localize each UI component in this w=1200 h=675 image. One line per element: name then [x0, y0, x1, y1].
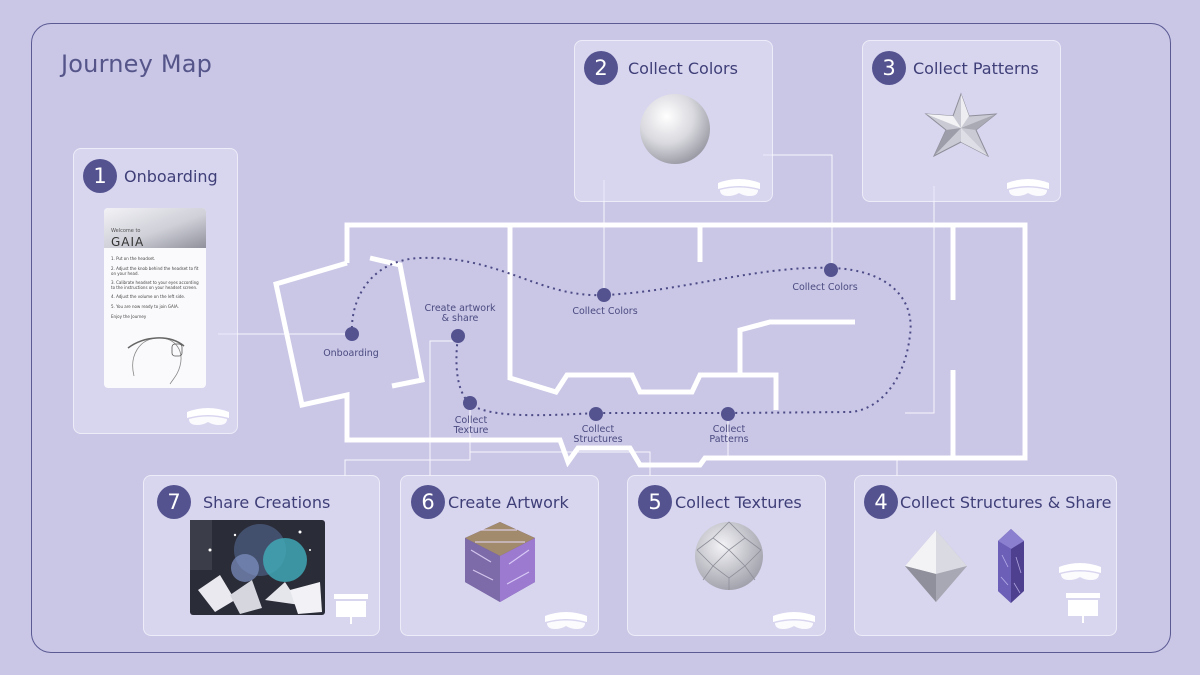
map-label-collect-colors-right: Collect Colors — [792, 282, 858, 293]
badge-3: 3 — [872, 51, 906, 85]
card-title-onboarding: Onboarding — [124, 167, 218, 186]
badge-2: 2 — [584, 51, 618, 85]
headset-icon — [545, 612, 587, 629]
phone-welcome-text: Welcome to — [111, 228, 141, 234]
point-collect-colors-right — [824, 263, 838, 277]
phone-hero-image — [104, 208, 206, 248]
map-label-collect-patterns-line2: Patterns — [709, 434, 749, 445]
badge-5: 5 — [638, 485, 672, 519]
point-collect-patterns — [721, 407, 735, 421]
path-points — [345, 263, 838, 421]
map-label-collect-structures-line2: Structures — [573, 434, 623, 445]
map-label-create-artwork: Create artwork & share — [424, 304, 495, 324]
map-label-onboarding: Onboarding — [323, 348, 379, 359]
card-title-collect-textures: Collect Textures — [675, 493, 802, 512]
crystal-prism-icon — [998, 529, 1024, 603]
point-collect-texture — [463, 396, 477, 410]
map-label-collect-structures-line1: Collect — [581, 424, 615, 435]
map-label-create-artwork-line1: Create artwork — [424, 303, 496, 314]
page-title: Journey Map — [61, 50, 213, 78]
card-title-collect-structures-share: Collect Structures & Share — [900, 493, 1112, 512]
phone-step-1: 1. Put on the headset. — [111, 256, 156, 261]
map-label-collect-structures: Collect Structures — [573, 425, 622, 445]
point-create-artwork — [451, 329, 465, 343]
projector-screen-icon — [334, 594, 368, 624]
card-collect-structures-share[interactable]: 4 Collect Structures & Share — [854, 475, 1117, 636]
geodesic-sphere-icon — [695, 521, 763, 590]
map-label-collect-texture-line1: Collect — [454, 415, 488, 426]
connector-artwork — [429, 340, 458, 476]
walls — [273, 222, 1028, 468]
connector-structures — [905, 186, 935, 414]
card-title-create-artwork: Create Artwork — [448, 493, 569, 512]
phone-step-6: Enjoy the Journey — [111, 314, 147, 319]
headset-icon — [1059, 563, 1101, 580]
map-label-collect-texture: Collect Texture — [454, 416, 489, 436]
headset-icon — [187, 408, 229, 425]
crystal-cube-icon — [465, 522, 535, 602]
connector-structures-card — [727, 415, 898, 476]
phone-app-name: GAIA — [111, 235, 145, 249]
octahedron-icon — [905, 530, 967, 602]
headset-icon — [718, 179, 760, 196]
badge-6: 6 — [411, 485, 445, 519]
star-polyhedron-icon — [924, 92, 998, 158]
journey-map-frame — [31, 23, 1171, 653]
projector-screen-icon — [1066, 593, 1100, 623]
badge-1: 1 — [83, 159, 117, 193]
headset-icon — [1007, 179, 1049, 196]
point-onboarding — [345, 327, 359, 341]
map-label-collect-patterns: Collect Patterns — [709, 425, 748, 445]
point-collect-structures — [589, 407, 603, 421]
phone-step-5: 5. You are now ready to join GAIA. — [111, 304, 179, 309]
map-label-create-artwork-line2: & share — [441, 313, 479, 324]
badge-7: 7 — [157, 485, 191, 519]
connector-patterns — [763, 154, 833, 268]
phone-step-3: 3. Calibrate headset to your eyes accord… — [111, 280, 199, 290]
card-title-collect-colors: Collect Colors — [628, 59, 738, 78]
sphere-icon — [640, 94, 710, 164]
phone-headset-illustration — [127, 337, 185, 385]
map-label-collect-patterns-line1: Collect — [712, 424, 746, 435]
connector-share — [344, 420, 471, 476]
headset-icon — [773, 612, 815, 629]
journey-path — [350, 256, 912, 417]
map-label-collect-colors: Collect Colors — [572, 306, 638, 317]
card-title-collect-patterns: Collect Patterns — [913, 59, 1039, 78]
card-title-share-creations: Share Creations — [203, 493, 331, 512]
map-label-collect-texture-line2: Texture — [453, 425, 489, 436]
point-collect-colors — [597, 288, 611, 302]
share-creations-photo — [190, 520, 325, 615]
badge-4: 4 — [864, 485, 898, 519]
onboarding-phone-screen: Welcome to GAIA 1. Put on the headset. 2… — [104, 208, 206, 388]
phone-step-4: 4. Adjust the volume on the left side. — [111, 294, 186, 299]
phone-step-2: 2. Adjust the knob behind the headset to… — [111, 266, 199, 276]
